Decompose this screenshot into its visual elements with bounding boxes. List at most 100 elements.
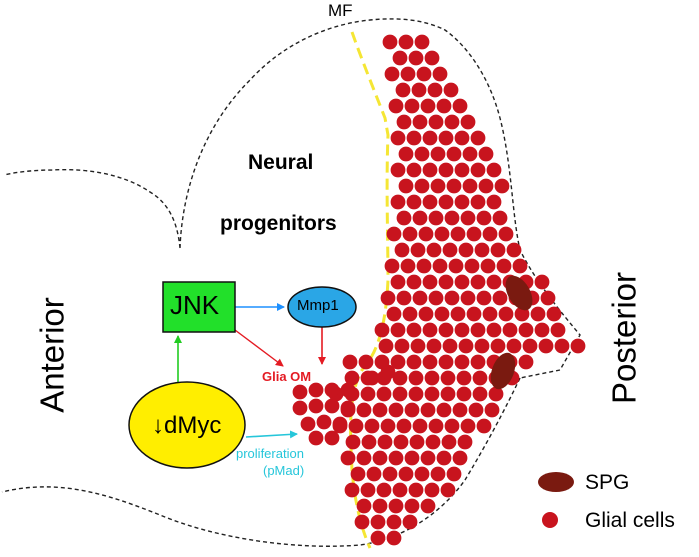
glial-cell — [470, 130, 486, 146]
glial-cell — [444, 114, 460, 130]
glial-cell — [470, 354, 486, 370]
glial-cell — [522, 338, 538, 354]
glial-cell — [392, 482, 408, 498]
glial-cell — [342, 354, 358, 370]
glial-cell — [448, 258, 464, 274]
glial-cell — [412, 114, 428, 130]
glial-cell — [428, 290, 444, 306]
glial-cell — [292, 384, 308, 400]
glial-cell — [358, 354, 374, 370]
glial-cell — [446, 146, 462, 162]
glial-cell — [404, 498, 420, 514]
glial-cell — [393, 434, 409, 450]
glial-cell — [442, 338, 458, 354]
glial-cell — [422, 162, 438, 178]
glial-cell — [345, 434, 361, 450]
glial-cell — [466, 226, 482, 242]
glial-cell — [534, 322, 550, 338]
glial-cell — [554, 338, 570, 354]
jnk-label: JNK — [170, 290, 220, 320]
glial-cell — [428, 418, 444, 434]
glial-cell — [458, 338, 474, 354]
glial-cell — [400, 66, 416, 82]
glial-cell — [456, 370, 472, 386]
glial-cell — [398, 466, 414, 482]
glial-cell — [374, 322, 390, 338]
spg-group — [490, 275, 533, 390]
glial-cell — [388, 498, 404, 514]
glial-cell — [440, 370, 456, 386]
glial-cell — [518, 322, 534, 338]
glial-cell — [324, 398, 340, 414]
glial-cell — [400, 258, 416, 274]
glial-cell — [420, 402, 436, 418]
mmp1-label: Mmp1 — [297, 297, 339, 314]
glial-cell — [454, 162, 470, 178]
glial-cell — [406, 274, 422, 290]
glial-cell — [450, 226, 466, 242]
glial-cell — [300, 416, 316, 432]
glial-cell — [502, 322, 518, 338]
glial-cell — [390, 354, 406, 370]
glial-cell — [456, 386, 472, 402]
glial-cell — [512, 258, 528, 274]
glial-cell — [478, 178, 494, 194]
glial-cell — [430, 466, 446, 482]
glial-cell — [392, 50, 408, 66]
glial-cell — [370, 514, 386, 530]
glial-cell — [436, 402, 452, 418]
glial-cell — [540, 290, 556, 306]
glial-cell — [498, 306, 514, 322]
glia-om-label: Glia OM — [262, 369, 312, 384]
glial-cell — [316, 414, 332, 430]
glial-cell — [398, 34, 414, 50]
glial-cell — [406, 162, 422, 178]
glial-cell — [538, 338, 554, 354]
glial-cell — [386, 306, 402, 322]
glial-cell — [478, 146, 494, 162]
proliferation-label: proliferation — [236, 446, 304, 461]
glial-cell — [398, 146, 414, 162]
glial-cell — [422, 274, 438, 290]
glial-cell — [436, 450, 452, 466]
glial-cell — [396, 114, 412, 130]
glial-cell — [486, 274, 502, 290]
legend-spg-marker — [538, 472, 574, 492]
spg-cell — [490, 352, 516, 390]
glial-cell — [474, 242, 490, 258]
glial-cell — [378, 338, 394, 354]
glial-cell — [356, 498, 372, 514]
glial-cell — [440, 482, 456, 498]
glial-cell — [444, 210, 460, 226]
glial-cell — [395, 82, 411, 98]
glial-cell — [498, 226, 514, 242]
glial-cell — [470, 274, 486, 290]
glial-cell — [411, 82, 427, 98]
glial-cell — [308, 430, 324, 446]
glial-cell — [462, 146, 478, 162]
glial-cell — [340, 450, 356, 466]
glial-cell — [570, 338, 586, 354]
mf-label: MF — [328, 1, 353, 20]
glial-cell — [402, 306, 418, 322]
glial-cell — [418, 306, 434, 322]
glial-cell — [340, 382, 356, 398]
glial-cell — [372, 498, 388, 514]
arrow-jnk-to-glia-om — [234, 329, 284, 367]
glial-cell — [348, 418, 364, 434]
glial-cell — [424, 370, 440, 386]
glial-cell — [406, 322, 422, 338]
glial-cell — [324, 382, 340, 398]
glial-cell — [360, 482, 376, 498]
glial-cell — [354, 514, 370, 530]
glial-cell — [377, 434, 393, 450]
glial-cell — [454, 194, 470, 210]
glial-cell — [486, 162, 502, 178]
glial-cell — [396, 290, 412, 306]
dmyc-ellipse — [128, 381, 246, 469]
glial-cell — [356, 402, 372, 418]
glial-cells-group — [292, 34, 586, 546]
glial-cell — [434, 226, 450, 242]
anterior-label: Anterior — [33, 297, 71, 413]
glial-cell — [438, 322, 454, 338]
